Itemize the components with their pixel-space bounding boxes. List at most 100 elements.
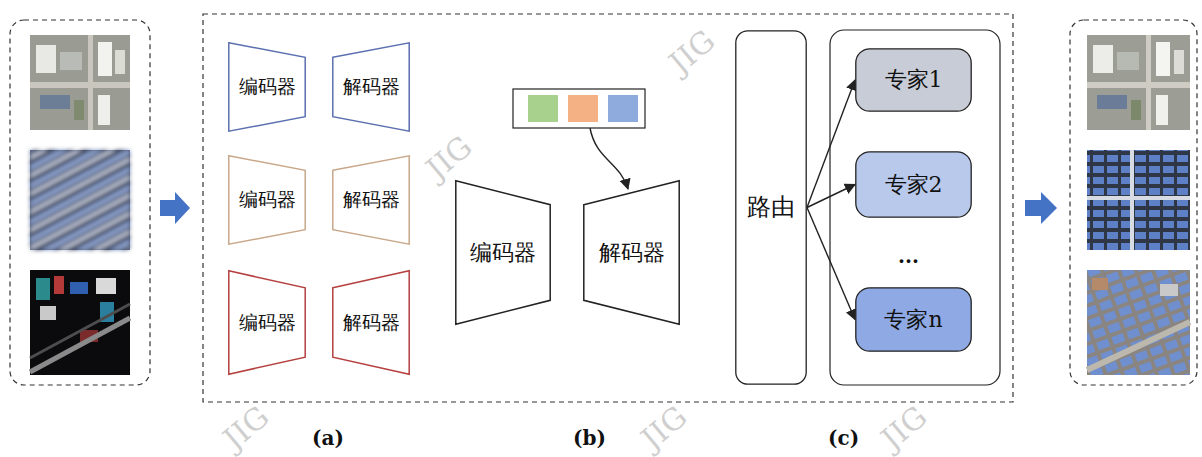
restored-image: [1087, 150, 1190, 250]
dark-image: [30, 270, 130, 375]
prompt-arrow: [590, 128, 628, 189]
ellipsis: ...: [898, 244, 919, 268]
road: [1087, 322, 1190, 370]
building: [115, 50, 125, 74]
road: [30, 318, 130, 372]
restored-image: [1087, 270, 1190, 375]
prompt-token: [528, 95, 558, 122]
roof: [96, 278, 116, 294]
roof: [40, 306, 56, 320]
rounded-outline: [856, 152, 971, 217]
encoder-box: 编码器: [228, 270, 306, 375]
node-text: 编码器: [239, 189, 296, 211]
road: [1087, 196, 1190, 200]
building: [60, 52, 82, 70]
expert-container: [830, 30, 1000, 385]
roof: [70, 282, 88, 294]
expert-box: 专家1: [855, 48, 972, 112]
trapezoid-outline: [333, 271, 409, 374]
roof: [1160, 284, 1178, 296]
roof: [36, 278, 50, 300]
trapezoid-outline: [229, 43, 305, 131]
road: [30, 82, 130, 88]
road: [88, 35, 93, 130]
image-ground: [1087, 35, 1190, 130]
node-text: 路由: [747, 194, 795, 222]
node-text: 专家n: [884, 307, 942, 332]
node-text: 编码器: [239, 312, 296, 334]
arrow-connector: [807, 208, 855, 320]
encoder-box: 编码器: [455, 180, 551, 325]
node-text: 编码器: [239, 76, 296, 98]
watermark: JIG: [662, 23, 721, 81]
rounded-outline: [736, 31, 806, 384]
rounded-outline: [856, 288, 971, 351]
expert-box: 专家n: [855, 287, 972, 352]
road: [30, 304, 130, 358]
trapezoid-outline: [229, 271, 305, 374]
rounded-outline: [856, 49, 971, 111]
image-ground: [30, 150, 130, 250]
node-text: 专家1: [885, 67, 943, 92]
building: [98, 95, 110, 125]
trapezoid-outline: [333, 156, 409, 244]
flow-arrow: [1025, 192, 1057, 224]
decoder-box: 解码器: [332, 42, 410, 132]
node-text: 解码器: [343, 312, 400, 334]
aerial-image: [30, 35, 130, 130]
building: [1093, 45, 1113, 73]
decoder-box: 解码器: [332, 270, 410, 375]
panel-label: (b): [573, 426, 606, 450]
road: [1087, 82, 1190, 88]
panel-label: (a): [312, 426, 344, 450]
node-text: 解码器: [599, 240, 665, 265]
prompt-bar: [513, 89, 645, 128]
trapezoid-outline: [456, 181, 550, 324]
blurred-image: [30, 150, 130, 250]
dashed-panel: [1070, 20, 1197, 385]
trapezoid-outline: [333, 43, 409, 131]
blue-roofs: [1087, 270, 1190, 375]
building: [40, 95, 70, 109]
node-text: 编码器: [470, 240, 536, 265]
node-text: 解码器: [343, 76, 400, 98]
watermark: JIG: [419, 129, 478, 187]
road: [1146, 35, 1151, 130]
node-text: 专家2: [885, 172, 943, 197]
prompt-token: [608, 95, 638, 122]
prompt-token: [568, 95, 598, 122]
dashed-panel: [10, 20, 150, 385]
node-text: 解码器: [343, 189, 400, 211]
roof: [1092, 278, 1108, 290]
building: [1156, 42, 1170, 76]
building: [98, 42, 112, 76]
arrow-connector: [807, 185, 855, 208]
image-ground: [30, 35, 130, 130]
panel-label: (c): [828, 426, 859, 450]
trapezoid-outline: [584, 181, 679, 324]
aerial-image: [1087, 35, 1190, 130]
building: [1174, 50, 1184, 74]
watermark: JIG: [874, 399, 933, 457]
building: [1156, 95, 1168, 125]
encoder-box: 编码器: [228, 42, 306, 132]
trapezoid-outline: [229, 156, 305, 244]
router-box: 路由: [735, 30, 807, 385]
image-ground: [30, 270, 130, 375]
decoder-box: 解码器: [332, 155, 410, 245]
expert-box: 专家2: [855, 151, 972, 218]
vegetation: [74, 100, 84, 120]
arrow-connector: [807, 80, 855, 208]
watermark: JIG: [634, 399, 693, 457]
decoder-box: 解码器: [583, 180, 680, 325]
blurred-roofs: [30, 150, 130, 250]
building: [1117, 52, 1139, 70]
blue-roofs: [1087, 150, 1190, 250]
road: [1130, 150, 1134, 250]
dashed-frame: [203, 14, 1013, 402]
flow-arrow: [160, 192, 190, 224]
roof: [54, 276, 64, 294]
vegetation: [1131, 100, 1141, 120]
encoder-box: 编码器: [228, 155, 306, 245]
